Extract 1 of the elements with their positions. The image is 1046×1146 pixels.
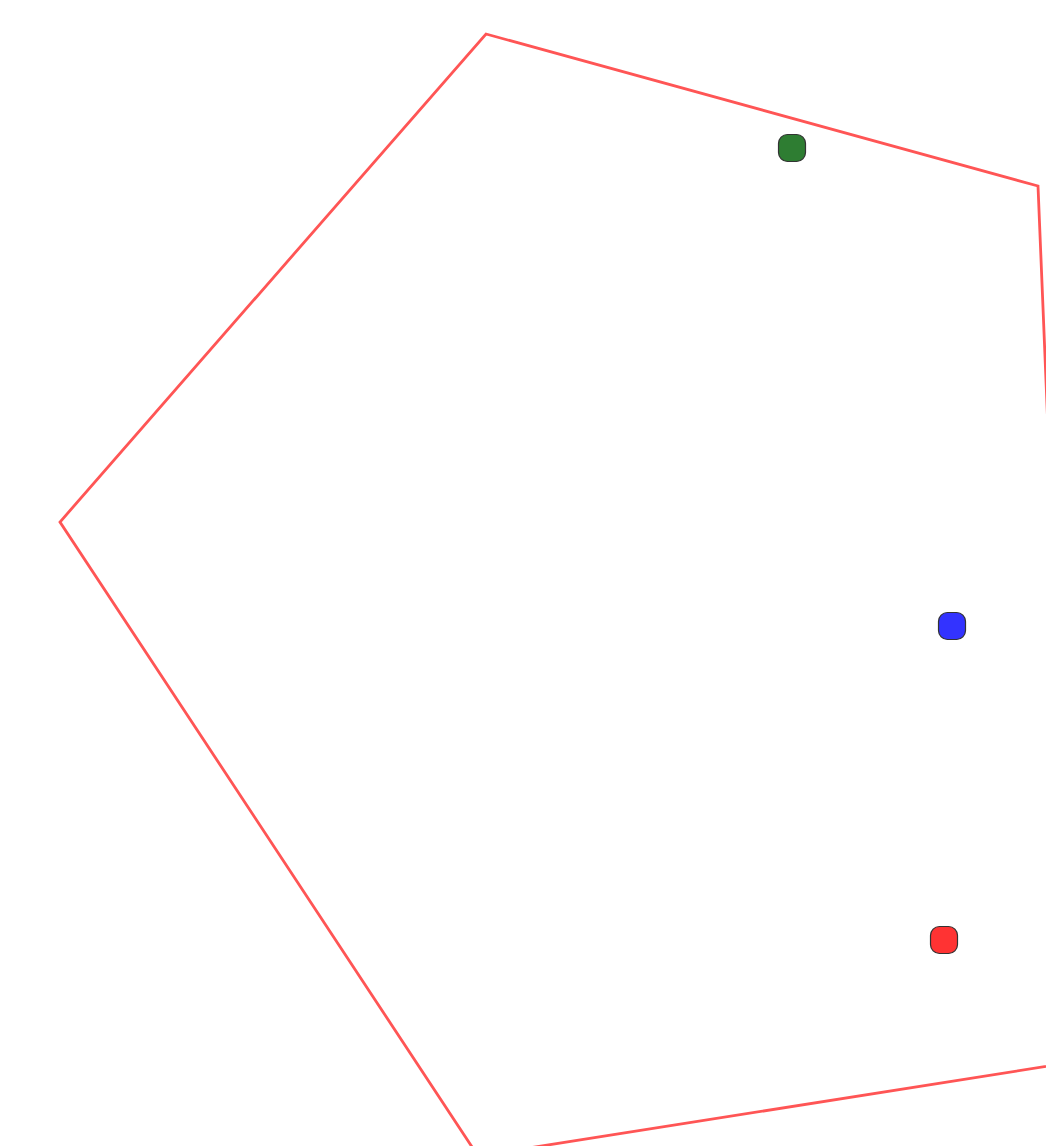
pentagon <box>58 32 1046 1146</box>
